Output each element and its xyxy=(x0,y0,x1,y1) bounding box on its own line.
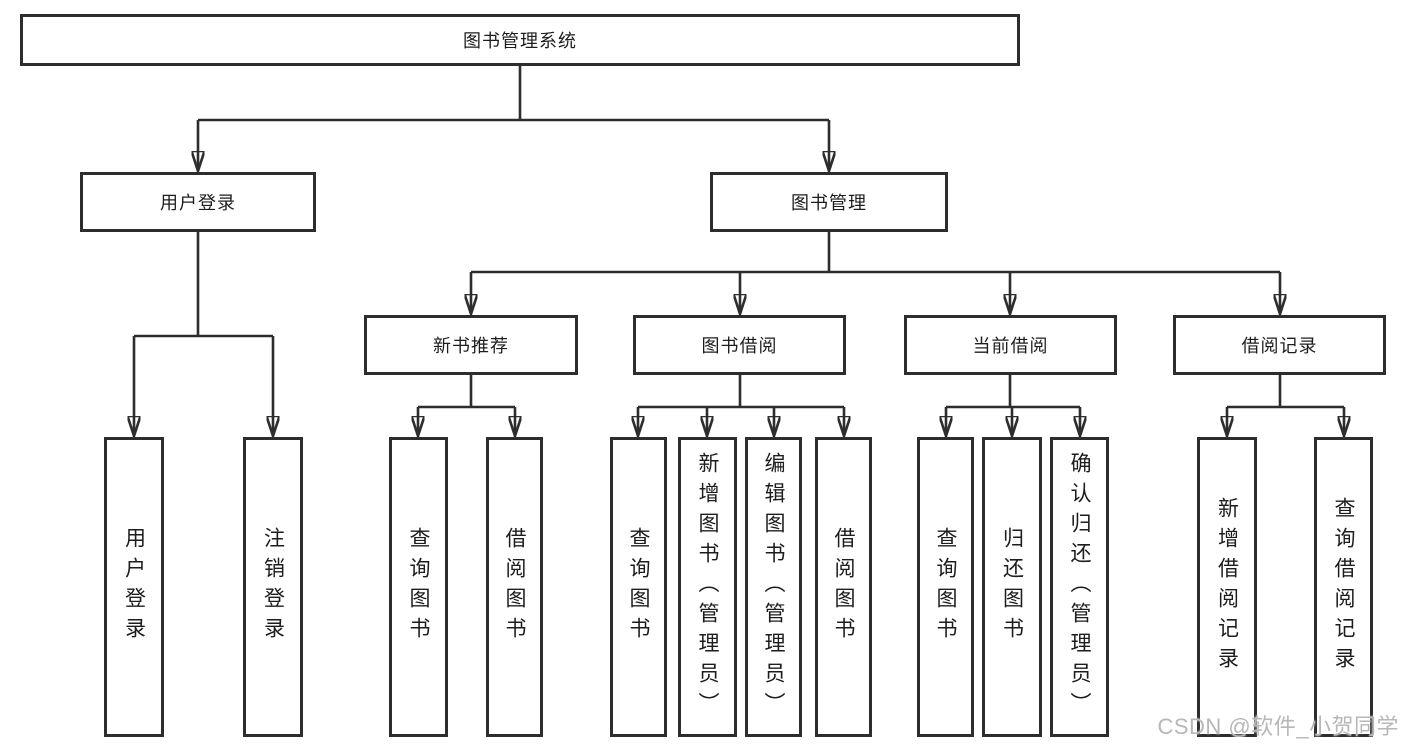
leaf-user-login: 用户登录 xyxy=(104,437,164,737)
node-label: 图书管理系统 xyxy=(463,31,577,51)
node-label: 图书管理 xyxy=(791,193,867,213)
leaf-borrow-query-books: 查询图书 xyxy=(610,437,667,737)
leaf-current-query-books: 查询图书 xyxy=(917,437,974,737)
node-new-book-recommendation: 新书推荐 xyxy=(364,315,578,375)
node-label: 图书借阅 xyxy=(701,336,778,356)
node-label: 编辑图书（管理员） xyxy=(762,452,785,722)
leaf-borrow-edit-books-admin: 编辑图书（管理员） xyxy=(745,437,802,737)
node-label: 查询图书 xyxy=(934,527,957,647)
leaf-records-add-borrow-record: 新增借阅记录 xyxy=(1197,437,1257,737)
connector-user-login-branch xyxy=(134,232,273,435)
connector-new-book-branch xyxy=(418,375,515,435)
csdn-watermark: CSDN @软件_小贺同学 xyxy=(1157,714,1399,739)
node-user-login: 用户登录 xyxy=(80,172,316,232)
leaf-current-confirm-return-admin: 确认归还（管理员） xyxy=(1050,437,1109,737)
node-current-borrowing: 当前借阅 xyxy=(904,315,1117,375)
node-label: 查询图书 xyxy=(407,527,430,647)
node-label: 新增图书（管理员） xyxy=(696,452,719,722)
connector-root-to-level2 xyxy=(198,66,829,170)
connector-book-borrowing-branch xyxy=(638,375,844,435)
leaf-logout: 注销登录 xyxy=(243,437,303,737)
leaf-newrec-borrow-books: 借阅图书 xyxy=(486,437,543,737)
node-label: 新书推荐 xyxy=(433,336,509,356)
node-label: 新增借阅记录 xyxy=(1215,497,1239,677)
node-label: 借阅图书 xyxy=(832,527,855,647)
connector-book-management-branch xyxy=(471,232,1280,313)
node-borrowing-records: 借阅记录 xyxy=(1173,315,1386,375)
leaf-records-query-borrow-record: 查询借阅记录 xyxy=(1314,437,1373,737)
connector-current-borrowing-branch xyxy=(946,375,1080,435)
connector-borrowing-records-branch xyxy=(1227,375,1344,435)
node-label: 查询借阅记录 xyxy=(1332,497,1355,677)
node-label: 归还图书 xyxy=(1000,527,1024,647)
node-book-management: 图书管理 xyxy=(710,172,948,232)
leaf-current-return-books: 归还图书 xyxy=(982,437,1042,737)
node-label: 查询图书 xyxy=(627,527,650,647)
node-label: 借阅图书 xyxy=(503,527,526,647)
node-label: 确认归还（管理员） xyxy=(1068,452,1091,722)
leaf-borrow-add-books-admin: 新增图书（管理员） xyxy=(678,437,737,737)
leaf-newrec-query-books: 查询图书 xyxy=(389,437,448,737)
node-library-management-system: 图书管理系统 xyxy=(20,14,1020,66)
node-label: 用户登录 xyxy=(122,527,146,647)
node-label: 当前借阅 xyxy=(972,336,1049,356)
node-label: 借阅记录 xyxy=(1241,336,1318,356)
leaf-borrow-borrow-books: 借阅图书 xyxy=(815,437,872,737)
node-book-borrowing: 图书借阅 xyxy=(633,315,846,375)
node-label: 注销登录 xyxy=(261,527,285,647)
node-label: 用户登录 xyxy=(160,193,236,213)
